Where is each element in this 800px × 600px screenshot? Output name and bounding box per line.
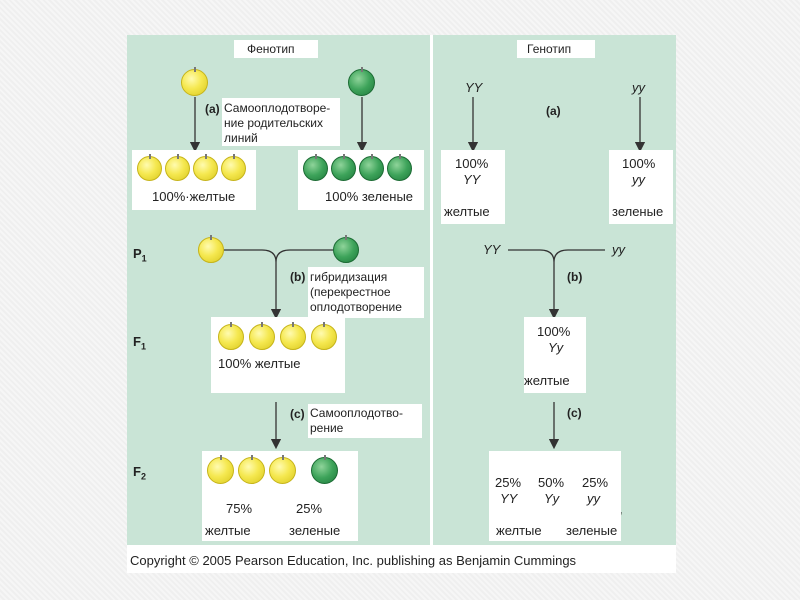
f2-yellow-label: желтые — [205, 523, 251, 538]
green-pea — [311, 455, 338, 484]
genotype-f2-1-percent: 25% — [495, 475, 522, 490]
genotype-step-b-label: (b) — [567, 270, 583, 284]
step-a-text-box — [222, 98, 340, 146]
genotype-f1-value: Yy — [548, 340, 564, 355]
generation-f2-label: F2 — [133, 464, 146, 482]
f1-phenotype-label: 100% желтые — [218, 356, 301, 371]
genotype-f2-green: зеленые — [566, 523, 618, 538]
genotype-f2-box — [489, 451, 621, 541]
step-a-text-line1: Самооплодотворе- — [224, 101, 331, 115]
step-c-text-line1: Самооплодотво- — [310, 406, 403, 420]
parent-yellow-pea — [181, 67, 208, 96]
genotype-f2-2-percent: 50% — [538, 475, 565, 490]
genotype-f1-box — [524, 317, 586, 393]
yellow-pea — [249, 322, 275, 350]
genotype-f2-3-value: yy — [587, 491, 600, 506]
phenotype-step-c-label: (c) — [290, 407, 305, 421]
genotype-header: Генотип — [527, 42, 572, 56]
yellow-pea — [269, 455, 296, 484]
generation-p1-label: P1 — [133, 246, 147, 264]
phenotype-step-a-label: (a) — [205, 102, 220, 116]
f2-yellow-percent: 75% — [226, 501, 253, 516]
generation-f1-label: F1 — [133, 334, 146, 352]
genotype-right-value: yy — [632, 172, 645, 187]
genotype-right-percent: 100% — [622, 156, 656, 171]
step-c-text-box — [308, 404, 422, 438]
genotype-f2-2-value: Yy — [544, 491, 560, 506]
genotype-right-phenotype: зеленые — [612, 204, 664, 219]
copyright-text: Copyright © 2005 Pearson Education, Inc.… — [130, 553, 577, 568]
green-pea — [331, 154, 356, 181]
p1-green-pea — [333, 235, 359, 263]
yellow-pea — [207, 455, 234, 484]
genotype-parent-right: yy — [632, 80, 645, 95]
step-c-text-line2: рение — [310, 421, 344, 435]
genotype-step-c-label: (c) — [567, 406, 582, 420]
genotype-right-box — [609, 150, 673, 224]
genotype-left-phenotype: желтые — [444, 204, 490, 219]
green-pea — [387, 154, 412, 181]
f2-green-label: зеленые — [289, 523, 341, 538]
parent-green-label: 100% зеленые — [325, 189, 414, 204]
yellow-pea — [165, 154, 190, 181]
genotype-f1-percent: 100% — [537, 324, 571, 339]
genotype-f2-yellow: желтые — [496, 523, 542, 538]
phenotype-step-b-label: (b) — [290, 270, 306, 284]
column-divider — [430, 35, 433, 545]
genotype-cross-right: yy — [612, 242, 625, 257]
genotype-left-value: YY — [463, 172, 481, 187]
yellow-pea — [238, 455, 265, 484]
yellow-pea — [280, 322, 306, 350]
phenotype-header-box — [234, 40, 318, 58]
genotype-left-percent: 100% — [455, 156, 489, 171]
genotype-parent-left: YY — [465, 80, 483, 95]
parent-yellow-label: 100%·желтые — [152, 189, 236, 204]
step-b-text-line1: гибридизация — [310, 270, 388, 284]
step-b-text-line2: (перекрестное — [310, 285, 391, 299]
phenotype-header: Фенотип — [247, 42, 295, 56]
genotype-header-box — [517, 40, 595, 58]
genotype-cross-left: YY — [483, 242, 501, 257]
copyright-strip — [127, 545, 676, 573]
genotype-f2-1-value: YY — [500, 491, 518, 506]
p1-yellow-pea — [198, 235, 224, 263]
step-b-text-line3: оплодотворение — [310, 300, 402, 314]
f2-green-percent: 25% — [296, 501, 323, 516]
green-pea — [303, 154, 328, 181]
parent-green-pea — [348, 67, 375, 96]
genotype-left-box — [441, 150, 505, 224]
green-pea — [359, 154, 384, 181]
yellow-pea — [218, 322, 244, 350]
yellow-pea — [137, 154, 162, 181]
genotype-f2-3-percent: 25% — [582, 475, 609, 490]
genotype-step-a-label: (a) — [546, 104, 561, 118]
yellow-pea — [221, 154, 246, 181]
yellow-pea — [311, 322, 337, 350]
genotype-f1-phenotype: желтые — [524, 373, 570, 388]
yellow-pea — [193, 154, 218, 181]
step-a-text-line2: ние родительских — [224, 116, 323, 130]
step-a-text-line3: линий — [224, 131, 258, 145]
step-b-text-box — [308, 267, 424, 318]
